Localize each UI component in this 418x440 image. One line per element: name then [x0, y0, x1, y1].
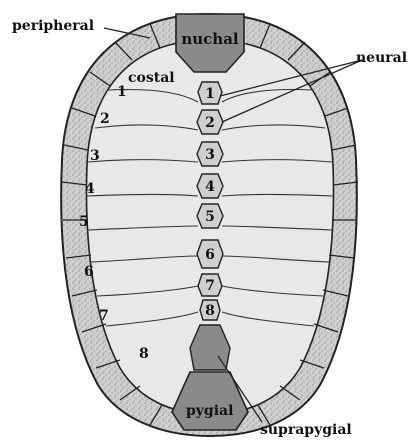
neural-number: 3	[205, 147, 215, 163]
costal-number: 8	[139, 346, 149, 362]
pygial-label: pygial	[186, 403, 233, 419]
costal-number: 2	[100, 111, 110, 127]
nuchal-label: nuchal	[181, 30, 239, 48]
neural-number: 8	[205, 303, 215, 319]
peripheral-label: peripheral	[12, 18, 94, 34]
neural-number: 2	[205, 115, 215, 131]
neural-number: 6	[205, 247, 215, 263]
neural-number: 4	[205, 179, 215, 195]
costal-number: 7	[99, 308, 109, 324]
costal-number: 3	[90, 148, 100, 164]
costal-number: 6	[84, 264, 94, 280]
costal-number: 4	[85, 181, 95, 197]
neural-number: 5	[205, 209, 215, 225]
neural-number: 1	[205, 86, 215, 102]
costal-label: costal	[128, 70, 175, 86]
neural-number: 7	[205, 278, 215, 294]
costal-number: 1	[117, 84, 127, 100]
neural-label: neural	[356, 50, 407, 66]
costal-number: 5	[79, 214, 89, 230]
suprapygial-label: suprapygial	[260, 422, 352, 438]
